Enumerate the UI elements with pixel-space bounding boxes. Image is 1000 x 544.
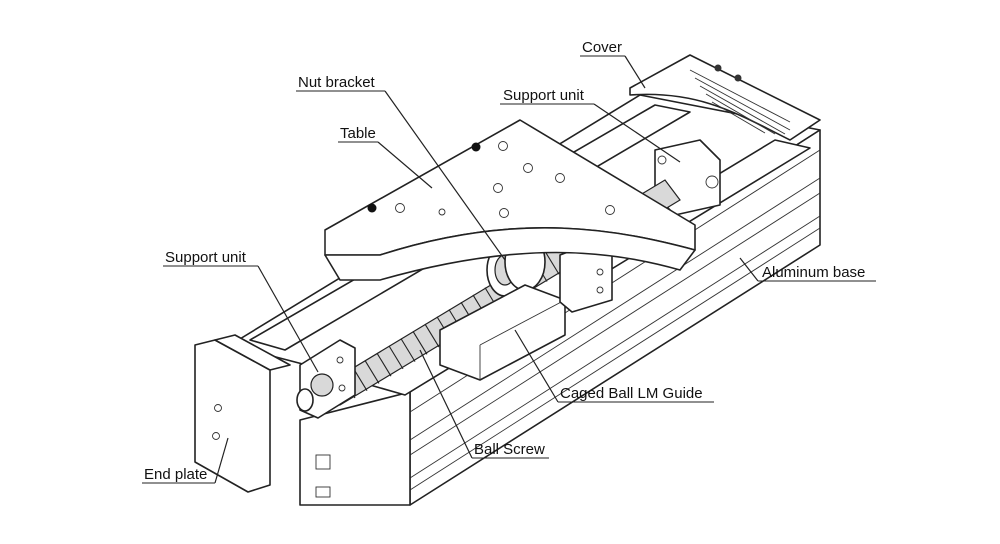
label-ball-screw: Ball Screw	[474, 441, 545, 458]
label-support-unit-top: Support unit	[503, 87, 585, 104]
label-support-unit-left: Support unit	[165, 249, 247, 266]
cover	[629, 54, 821, 141]
label-aluminum-base: Aluminum base	[762, 264, 865, 281]
label-cover: Cover	[582, 39, 622, 56]
screw-thread-line	[376, 352, 392, 377]
screw-thread-line	[424, 323, 440, 348]
leader-lines	[142, 55, 876, 484]
screw-thread-line	[412, 331, 428, 355]
screw-thread-line	[400, 338, 416, 362]
screw-thread-line	[544, 250, 560, 275]
label-end-plate: End plate	[144, 466, 207, 483]
label-caged-ball-lm-guide: Caged Ball LM Guide	[560, 385, 703, 402]
table	[324, 119, 696, 281]
support-unit-near	[296, 339, 356, 419]
screw-thread-line	[388, 345, 404, 370]
screw-thread-line	[364, 360, 380, 384]
label-table: Table	[340, 125, 376, 142]
label-nut-bracket: Nut bracket	[298, 74, 376, 91]
end-plate	[194, 334, 291, 493]
